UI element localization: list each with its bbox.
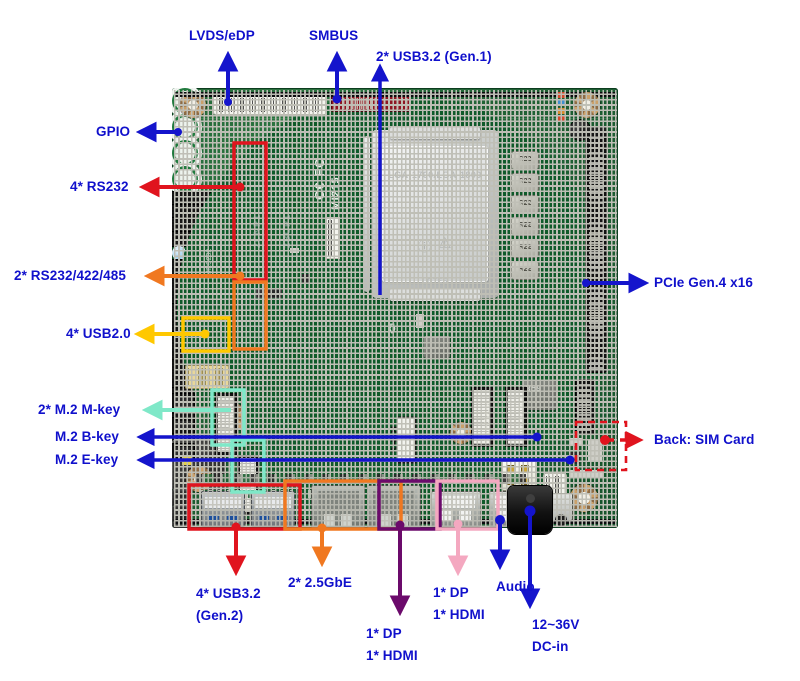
leader-usb32-gen2	[225, 522, 247, 577]
callout-label-usb32-gen2-line1: 4* USB3.2	[196, 586, 261, 601]
highlight-box-usb32-gen2	[187, 483, 302, 531]
leader-rs422-485	[143, 265, 245, 287]
highlight-box-dp-hdmi-2	[435, 479, 500, 531]
callout-label-dc-in-line2: DC-in	[532, 639, 569, 654]
callout-label-lvds-edp: LVDS/eDP	[189, 28, 255, 43]
callout-label-usb32-gen2-line2: (Gen.2)	[196, 608, 244, 623]
callout-label-usb32-gen1: 2* USB3.2 (Gen.1)	[376, 49, 492, 64]
callout-label-dp-hdmi-2-line2: 1* HDMI	[433, 607, 485, 622]
callout-label-lan: 2* 2.5GbE	[288, 575, 352, 590]
leader-gpio	[135, 121, 182, 143]
leader-dp-hdmi-2	[447, 519, 469, 577]
callout-label-usb20: 4* USB2.0	[66, 326, 131, 341]
callout-label-audio: Audio	[496, 579, 535, 594]
highlight-box-rs422-485	[232, 280, 268, 351]
leader-usb20	[133, 323, 210, 345]
highlight-box-m2-mkey-1	[210, 388, 246, 447]
callout-label-smbus: SMBUS	[309, 28, 359, 43]
callout-label-dp-hdmi-1-line1: 1* DP	[366, 626, 402, 641]
motherboard-image: JRS232 2CNP1 2BCP1 C€ FC MI215 LGA-1700/…	[172, 88, 618, 528]
leader-sim-card	[600, 430, 644, 450]
callout-label-m2-e-key: M.2 E-key	[55, 452, 119, 467]
leader-pcie-x16	[582, 272, 650, 294]
highlight-box-m2-mkey-2	[230, 438, 266, 494]
leader-dp-hdmi-1	[389, 520, 411, 617]
leader-dc-in	[519, 505, 541, 610]
callout-label-rs232: 4* RS232	[70, 179, 129, 194]
callout-label-pcie-x16: PCIe Gen.4 x16	[654, 275, 753, 290]
leader-lvds-edp	[217, 50, 239, 106]
leader-m2-e-key	[136, 450, 575, 470]
highlight-box-rs232	[232, 141, 268, 282]
leader-m2-b-key	[136, 427, 542, 447]
callout-label-dp-hdmi-1-line2: 1* HDMI	[366, 648, 418, 663]
leader-lan	[311, 523, 333, 568]
leader-smbus	[326, 50, 348, 104]
highlight-box-dp-hdmi-1	[377, 479, 442, 531]
callout-label-m2-m-key: 2* M.2 M-key	[38, 402, 121, 417]
callout-label-rs422-485: 2* RS232/422/485	[14, 268, 126, 283]
callout-label-dc-in-line1: 12~36V	[532, 617, 580, 632]
highlight-box-sim-card	[574, 420, 628, 472]
highlight-box-lan	[283, 479, 403, 531]
leader-audio	[489, 515, 511, 571]
callout-label-dp-hdmi-2-line1: 1* DP	[433, 585, 469, 600]
callout-label-m2-b-key: M.2 B-key	[55, 429, 119, 444]
leader-rs232	[138, 176, 245, 198]
callout-label-gpio: GPIO	[96, 124, 131, 139]
callout-label-sim-card: Back: SIM Card	[654, 432, 755, 447]
